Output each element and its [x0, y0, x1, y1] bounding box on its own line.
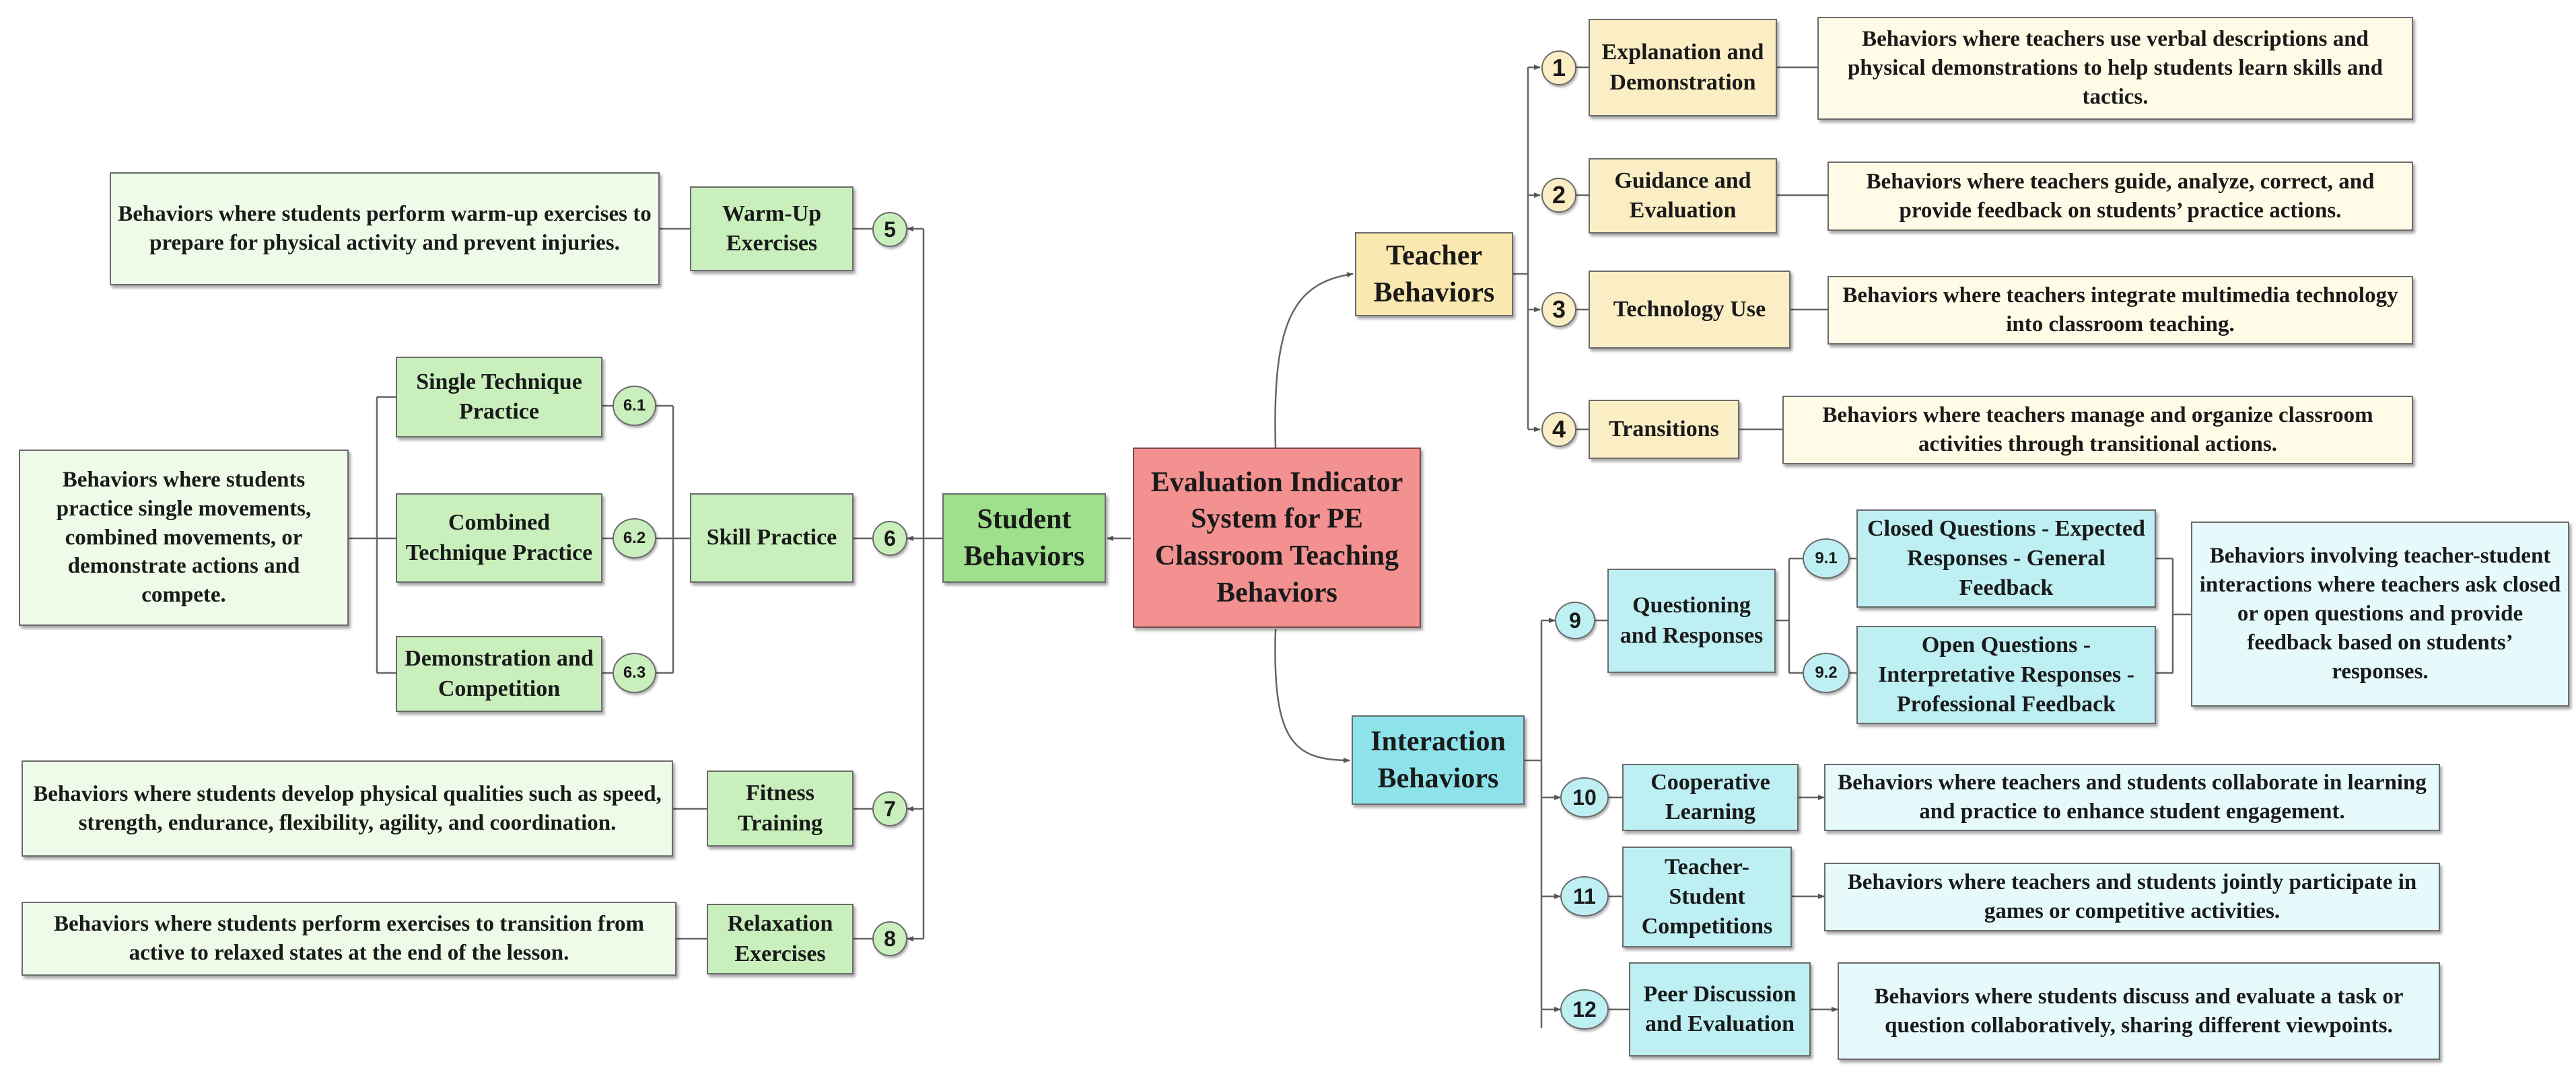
teacher-item-1-label: Explanation and Demonstration [1589, 19, 1777, 116]
interaction-item-9-label: Questioning and Responses [1607, 569, 1776, 673]
student-item-8-number: 8 [872, 921, 907, 956]
teacher-item-4-desc: Behaviors where teachers manage and orga… [1782, 396, 2413, 464]
root-node: Evaluation Indicator System for PE Class… [1133, 448, 1421, 628]
edge-root-interaction [1274, 629, 1350, 763]
interaction-item-9-1-label: Closed Questions - Expected Responses - … [1856, 509, 2156, 608]
student-item-6-3-number: 6.3 [613, 653, 656, 693]
interaction-item-10-desc: Behaviors where teachers and students co… [1824, 764, 2440, 831]
interaction-behaviors-node: Interaction Behaviors [1352, 715, 1525, 805]
interaction-item-9-desc: Behaviors involving teacher-student inte… [2191, 522, 2569, 707]
student-item-5-desc: Behaviors where students perform warm-up… [110, 172, 660, 285]
student-item-6-label: Skill Practice [690, 493, 854, 583]
interaction-item-11-desc: Behaviors where teachers and students jo… [1824, 863, 2440, 931]
teacher-item-4-number: 4 [1541, 412, 1576, 447]
teacher-item-2-label: Guidance and Evaluation [1589, 158, 1777, 234]
student-item-8-label: Relaxation Exercises [707, 904, 854, 974]
teacher-item-1-number: 1 [1541, 50, 1576, 85]
interaction-item-9-2-number: 9.2 [1803, 653, 1850, 693]
student-item-7-desc: Behaviors where students develop physica… [22, 760, 673, 857]
root-label: Evaluation Indicator System for PE Class… [1150, 466, 1403, 608]
interaction-item-11-label: Teacher-Student Competitions [1622, 847, 1792, 948]
teacher-behaviors-node: Teacher Behaviors [1355, 232, 1513, 316]
student-item-6-desc: Behaviors where students practice single… [19, 450, 349, 626]
teacher-item-3-label: Technology Use [1589, 271, 1790, 349]
edge-student-bracket [922, 229, 942, 939]
student-item-6-2-label: Combined Technique Practice [396, 493, 602, 583]
student-item-6-1-label: Single Technique Practice [396, 357, 602, 437]
interaction-item-10-label: Cooperative Learning [1622, 764, 1799, 831]
student-item-5-label: Warm-Up Exercises [690, 186, 854, 271]
student-item-6-2-number: 6.2 [613, 518, 656, 559]
student-item-5-number: 5 [872, 212, 907, 247]
interaction-item-12-desc: Behaviors where students discuss and eva… [1838, 962, 2440, 1060]
interaction-item-10-number: 10 [1560, 777, 1609, 818]
student-item-8-desc: Behaviors where students perform exercis… [22, 902, 676, 976]
student-item-6-3-label: Demonstration and Competition [396, 636, 602, 712]
student-item-6-1-number: 6.1 [613, 386, 656, 426]
student-item-6-number: 6 [872, 521, 907, 556]
teacher-item-2-desc: Behaviors where teachers guide, analyze,… [1827, 162, 2413, 231]
teacher-item-1-desc: Behaviors where teachers use verbal desc… [1817, 17, 2413, 120]
interaction-item-12-label: Peer Discussion and Evaluation [1629, 962, 1811, 1057]
teacher-item-2-number: 2 [1541, 178, 1576, 213]
interaction-item-9-1-number: 9.1 [1803, 538, 1850, 579]
student-item-7-label: Fitness Training [707, 771, 854, 847]
student-item-7-number: 7 [872, 791, 907, 826]
interaction-item-9-number: 9 [1555, 602, 1595, 639]
student-behaviors-node: Student Behaviors [942, 493, 1106, 583]
edge-teacher-bracket [1513, 67, 1529, 429]
interaction-item-12-number: 12 [1560, 989, 1609, 1030]
edge-interaction-bracket [1525, 620, 1543, 1028]
edge-root-teacher [1274, 272, 1354, 448]
interaction-item-11-number: 11 [1560, 876, 1609, 917]
teacher-item-4-label: Transitions [1589, 400, 1739, 459]
interaction-item-9-2-label: Open Questions - Interpretative Response… [1856, 626, 2156, 724]
teacher-item-3-desc: Behaviors where teachers integrate multi… [1827, 276, 2413, 345]
teacher-item-3-number: 3 [1541, 292, 1576, 327]
